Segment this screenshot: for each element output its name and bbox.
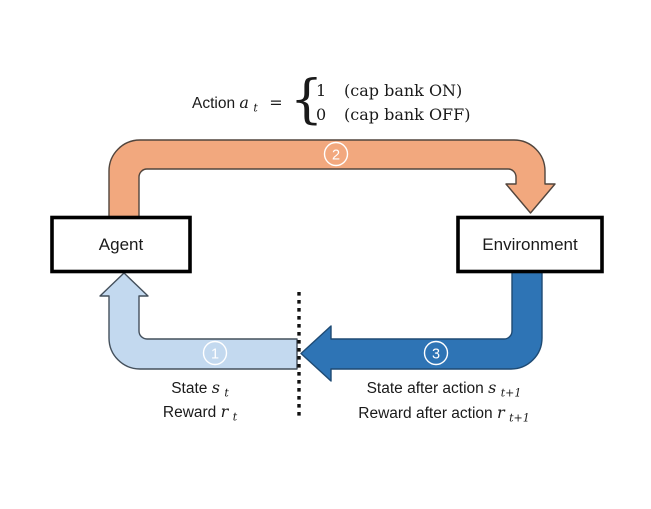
step-2-circle-icon	[323, 141, 349, 167]
reward-var-sub: t	[233, 411, 238, 424]
action-equation: Action a t = { 1 (cap bank ON) 0 (cap ba…	[192, 70, 471, 130]
case-off-note: (cap bank OFF)	[344, 105, 471, 124]
case-on-value: 1	[316, 81, 326, 100]
equation-equals: =	[269, 93, 282, 112]
reward-after-var: r	[497, 403, 506, 422]
state-after-var-sub: t+1	[501, 387, 522, 400]
state-after-label-prefix: State after action	[367, 380, 489, 397]
step-2-number: 2	[332, 148, 340, 164]
feedback-right-labels: State after action s t+1 Reward after ac…	[358, 378, 529, 425]
result-arrow	[300, 270, 543, 382]
environment-box: Environment	[456, 215, 604, 274]
step-1-circle-icon	[202, 340, 228, 366]
reward-label: Reward r t	[163, 402, 238, 424]
state-var: s	[212, 378, 220, 397]
reward-label-prefix: Reward	[163, 404, 221, 421]
environment-box-label: Environment	[482, 235, 578, 254]
equation-lhs: Action a t =	[192, 93, 283, 116]
step-2-badge: 2	[323, 141, 349, 167]
state-after-label: State after action s t+1	[367, 378, 522, 400]
step-3-badge: 3	[423, 340, 449, 366]
step-3-number: 3	[432, 347, 440, 363]
reward-after-label: Reward after action r t+1	[358, 403, 529, 425]
environment-box-frame	[456, 215, 604, 274]
agent-box: Agent	[50, 215, 192, 274]
step-1-badge: 1	[202, 340, 228, 366]
step-1-number: 1	[211, 347, 219, 363]
state-var-sub: t	[224, 387, 229, 400]
step-3-circle-icon	[423, 340, 449, 366]
agent-box-label: Agent	[99, 235, 144, 254]
feedback-left-labels: State s t Reward r t	[163, 378, 238, 424]
reward-after-var-sub: t+1	[509, 412, 530, 425]
state-reward-arrow	[99, 272, 298, 370]
case-on-note: (cap bank ON)	[344, 81, 462, 100]
reward-var: r	[221, 402, 230, 421]
case-off-value: 0	[316, 105, 326, 124]
agent-box-frame	[50, 215, 192, 274]
reward-after-label-prefix: Reward after action	[358, 405, 497, 422]
state-label-prefix: State	[171, 380, 212, 397]
state-after-var: s	[488, 378, 496, 397]
state-label: State s t	[171, 378, 229, 400]
equation-action-label: Action	[192, 95, 239, 112]
equation-var-sub: t	[253, 102, 258, 115]
equation-var: a	[239, 93, 249, 112]
action-arrow	[108, 139, 556, 218]
equation-brace: {	[290, 70, 323, 130]
